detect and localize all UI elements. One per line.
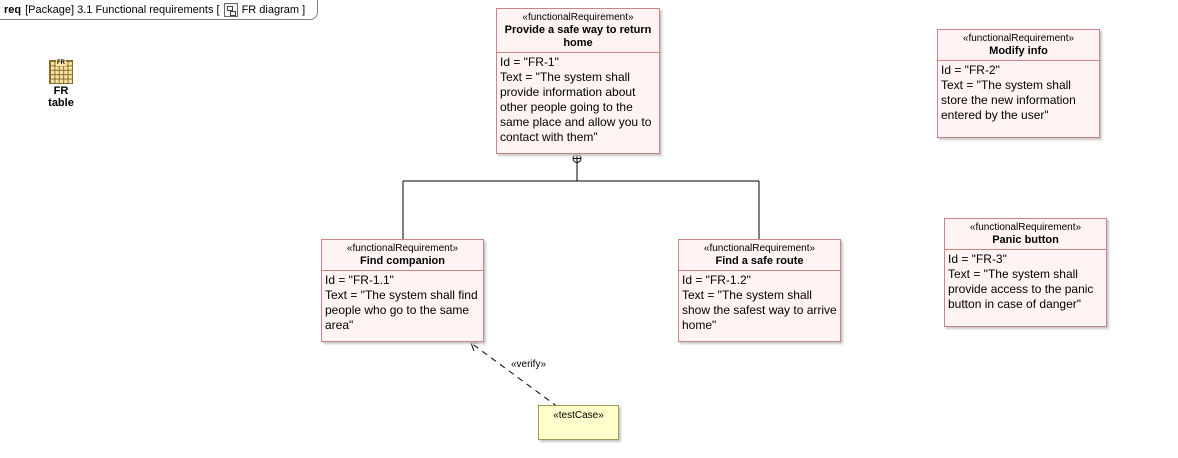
requirement-id: Id = "FR-1.1" [325,273,394,287]
requirement-name: Panic button [992,234,1059,246]
requirement-id: Id = "FR-1" [500,55,559,69]
verify-arrowhead [470,342,479,352]
requirement-fr-1-1[interactable]: «functionalRequirement» Find companion I… [321,239,484,342]
table-badge: FR [56,60,66,66]
frame-name: 3.1 Functional requirements [ [77,3,220,16]
requirement-header: «functionalRequirement» Provide a safe w… [497,9,659,53]
requirement-body: Id = "FR-3" Text = "The system shall pro… [945,250,1106,314]
frame-keyword: req [4,3,22,16]
requirement-header: «functionalRequirement» Find companion [322,240,483,271]
requirement-text: Text = "The system shall find people who… [325,288,478,332]
stereotype-label: «functionalRequirement» [969,222,1082,233]
requirement-body: Id = "FR-2" Text = "The system shall sto… [938,61,1099,125]
requirement-name: Provide a safe way to return home [504,24,652,49]
stereotype-label: «functionalRequirement» [962,33,1075,44]
requirement-header: «functionalRequirement» Panic button [945,219,1106,250]
requirement-id: Id = "FR-1.2" [682,273,751,287]
frame-diagram-name: FR diagram ] [241,3,306,16]
requirement-name: Find companion [360,255,445,267]
diagram-frame-tab: req [Package] 3.1 Functional requirement… [0,0,319,20]
stereotype-label: «functionalRequirement» [522,12,634,23]
requirement-name: Modify info [989,45,1048,57]
requirement-text: Text = "The system shall provide access … [948,267,1094,311]
requirement-text: Text = "The system shall show the safest… [682,288,837,332]
requirement-text: Text = "The system shall provide informa… [500,70,652,144]
verify-dependency-line [470,342,559,408]
fr-table-shortcut[interactable]: FR FR table [40,60,82,109]
requirement-id: Id = "FR-3" [948,252,1007,266]
requirement-header: «functionalRequirement» Modify info [938,30,1099,61]
frame-package: [Package] [25,3,75,16]
requirement-body: Id = "FR-1" Text = "The system shall pro… [497,53,659,147]
containment-anchor-icon [572,154,582,163]
requirement-name: Find a safe route [715,255,804,267]
requirement-fr-1-2[interactable]: «functionalRequirement» Find a safe rout… [678,239,841,342]
diagram-icon [223,2,238,17]
requirement-text: Text = "The system shall store the new i… [941,78,1076,122]
test-case-stereotype: «testCase» [553,410,604,421]
fr-table-label: FR table [48,85,74,109]
stereotype-label: «functionalRequirement» [346,243,459,254]
test-case[interactable]: «testCase» [538,405,619,440]
requirement-fr-1[interactable]: «functionalRequirement» Provide a safe w… [496,8,660,154]
table-icon: FR [49,60,73,84]
requirement-body: Id = "FR-1.1" Text = "The system shall f… [322,271,483,335]
requirement-id: Id = "FR-2" [941,63,1000,77]
verify-label: «verify» [511,359,547,370]
requirement-header: «functionalRequirement» Find a safe rout… [679,240,840,271]
requirement-fr-3[interactable]: «functionalRequirement» Panic button Id … [944,218,1107,327]
requirement-body: Id = "FR-1.2" Text = "The system shall s… [679,271,840,335]
stereotype-label: «functionalRequirement» [703,243,816,254]
requirement-fr-2[interactable]: «functionalRequirement» Modify info Id =… [937,29,1100,138]
